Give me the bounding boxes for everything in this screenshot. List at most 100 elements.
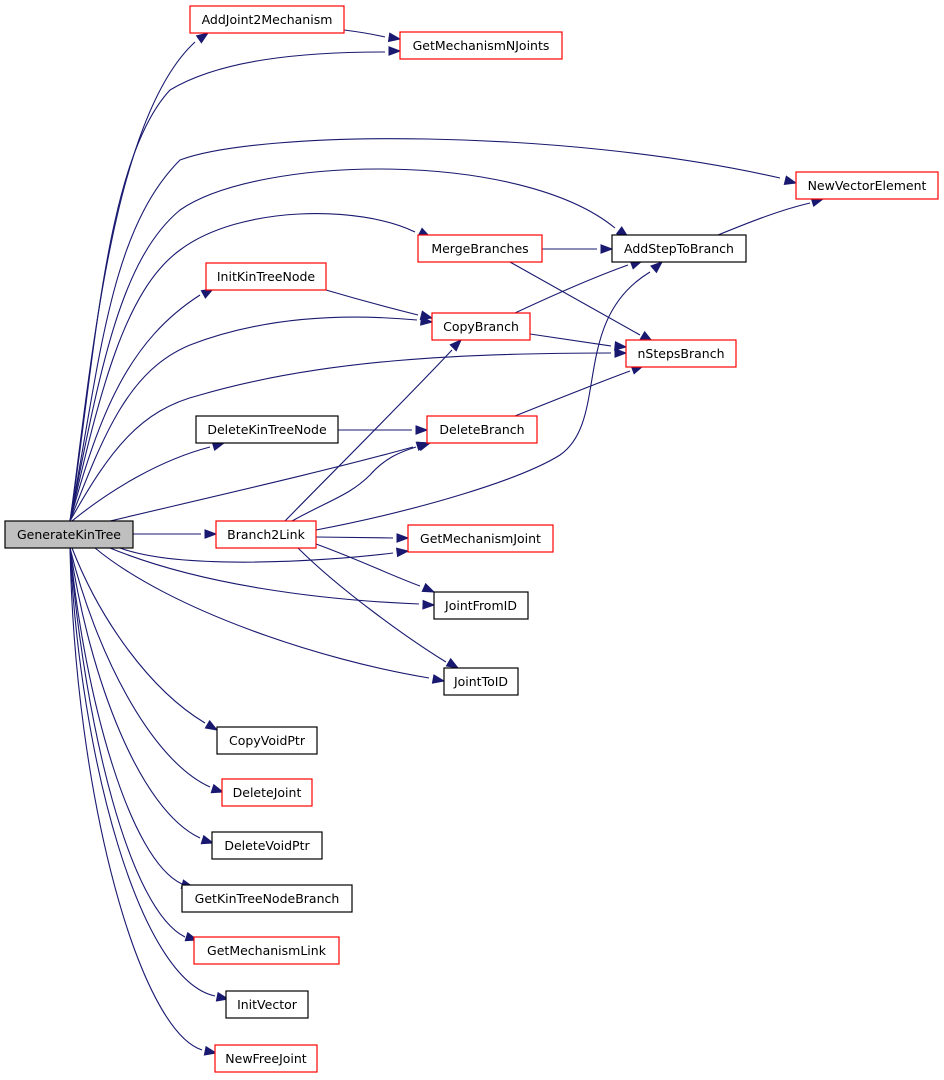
node-label: DeleteBranch [439,422,524,437]
edge-GenerateKinTree-to-NewVectorElement [69,138,798,522]
edge-line [343,29,386,38]
node-box[interactable] [399,31,563,60]
edge-line [69,41,196,522]
node-box[interactable] [611,234,747,263]
node-box[interactable] [211,831,323,860]
node-box[interactable] [189,5,345,34]
edge-line [69,547,216,997]
node-InitVector[interactable]: InitVector [225,990,309,1019]
edge-line [71,547,206,724]
node-box[interactable] [221,778,313,807]
node-AddStepToBranch[interactable]: AddStepToBranch [611,234,747,263]
node-DeleteVoidPtr[interactable]: DeleteVoidPtr [211,831,323,860]
edge-GenerateKinTree-to-Branch2Link [133,529,218,539]
edge-line [69,547,186,938]
arrowhead-icon [421,582,436,593]
node-NewFreeJoint[interactable]: NewFreeJoint [214,1044,318,1073]
edge-line [325,289,419,316]
node-box[interactable] [205,262,327,291]
node-box[interactable] [433,591,529,620]
node-label: AddJoint2Mechanism [202,12,333,27]
edge-line [69,547,183,885]
edge-line [69,294,201,522]
arrowhead-icon [395,547,410,558]
node-JointToID[interactable]: JointToID [443,667,519,696]
node-box[interactable] [215,520,317,549]
edge-Branch2Link-to-JointFromID [315,543,436,593]
node-box[interactable] [4,520,134,549]
node-JointFromID[interactable]: JointFromID [433,591,529,620]
node-label: CopyVoidPtr [229,733,306,748]
node-label: CopyBranch [443,319,519,334]
edge-AddJoint2Mechanism-to-GetMechanismNJoints [343,29,402,43]
node-box[interactable] [225,990,309,1019]
edge-line [119,547,394,563]
node-CopyVoidPtr[interactable]: CopyVoidPtr [216,726,318,755]
edge-line [529,333,612,347]
node-box[interactable] [417,234,543,263]
edge-GenerateKinTree-to-JointToID [94,547,446,684]
node-GetMechanismNJoints[interactable]: GetMechanismNJoints [399,31,563,60]
edge-line [315,271,651,531]
node-label: GetMechanismLink [207,943,327,958]
node-GetMechanismLink[interactable]: GetMechanismLink [193,936,340,965]
node-InitKinTreeNode[interactable]: InitKinTreeNode [205,262,327,291]
node-DeleteBranch[interactable]: DeleteBranch [426,415,538,444]
edge-Branch2Link-to-GetMechanismJoint [315,533,410,543]
edge-line [297,547,447,663]
node-AddJoint2Mechanism[interactable]: AddJoint2Mechanism [189,5,345,34]
edge-line [69,213,416,522]
edge-InitKinTreeNode-to-CopyBranch [325,289,434,320]
node-nStepsBranch[interactable]: nStepsBranch [625,339,737,368]
node-GetMechanismJoint[interactable]: GetMechanismJoint [407,524,554,553]
node-label: JointFromID [444,598,517,613]
node-box[interactable] [795,171,939,200]
arrowhead-icon [445,657,460,669]
node-box[interactable] [181,884,353,913]
edge-line [109,547,420,605]
node-box[interactable] [407,524,554,553]
arrowhead-icon [204,719,219,731]
node-box[interactable] [193,936,340,965]
edge-DeleteKinTreeNode-to-DeleteBranch [338,425,429,435]
nodes-layer: GenerateKinTree AddJoint2MechanismGetMech… [4,5,939,1073]
edge-line [284,349,453,522]
node-GenerateKinTree[interactable]: GenerateKinTree [4,520,134,549]
arrowhead-icon [204,529,218,539]
edge-Branch2Link-to-CopyBranch [284,339,462,522]
node-box[interactable] [625,339,737,368]
arrowhead-icon [614,348,628,358]
edge-line [69,547,201,839]
edge-GenerateKinTree-to-DeleteVoidPtr [69,547,215,845]
node-GetKinTreeNodeBranch[interactable]: GetKinTreeNodeBranch [181,884,353,913]
node-label: NewFreeJoint [225,1051,307,1066]
edge-line [69,547,211,788]
node-label: JointToID [453,674,508,689]
node-box[interactable] [216,726,318,755]
node-label: Branch2Link [227,527,305,542]
node-DeleteKinTreeNode[interactable]: DeleteKinTreeNode [195,415,339,444]
node-label: GetMechanismJoint [420,531,541,546]
node-Branch2Link[interactable]: Branch2Link [215,520,317,549]
node-CopyBranch[interactable]: CopyBranch [431,312,531,341]
node-label: nStepsBranch [638,346,725,361]
arrowhead-icon [215,991,230,1002]
node-box[interactable] [214,1044,318,1073]
edge-line [69,138,781,522]
edge-line [514,264,629,314]
arrowhead-icon [200,834,215,845]
edge-MergeBranches-to-nStepsBranch [509,261,654,342]
node-MergeBranches[interactable]: MergeBranches [417,234,543,263]
edge-line [315,536,394,539]
edge-line [69,168,616,522]
arrowhead-icon [203,1045,218,1056]
node-box[interactable] [426,415,538,444]
arrowhead-icon [600,244,614,254]
node-box[interactable] [443,667,519,696]
edge-GenerateKinTree-to-CopyVoidPtr [71,547,219,731]
node-DeleteJoint[interactable]: DeleteJoint [221,778,313,807]
node-box[interactable] [195,415,339,444]
node-NewVectorElement[interactable]: NewVectorElement [795,171,939,200]
arrowhead-icon [396,533,410,543]
node-box[interactable] [431,312,531,341]
